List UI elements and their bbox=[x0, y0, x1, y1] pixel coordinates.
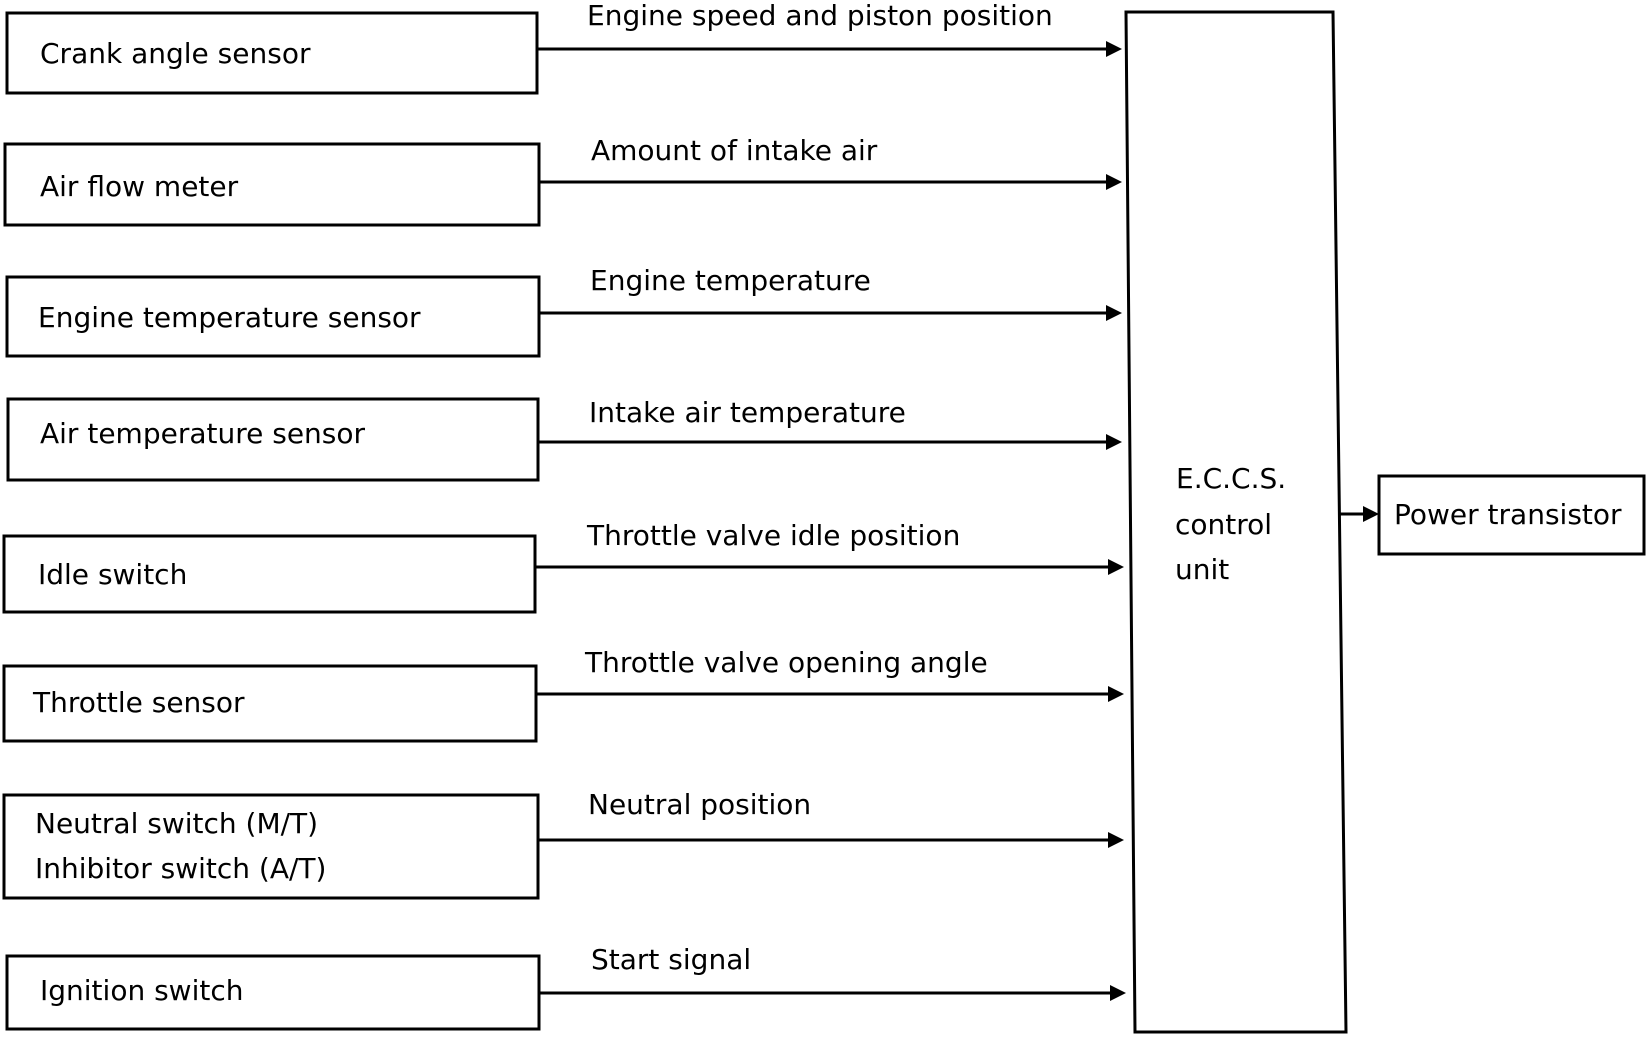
engine-temperature-sensor-box bbox=[5, 275, 541, 358]
neutral-inhibitor-switch-box bbox=[2, 793, 540, 900]
throttle-idle-position-arrowhead bbox=[1108, 559, 1124, 575]
throttle-opening-angle-signal-label: Throttle valve opening angle bbox=[584, 646, 988, 679]
power-transistor: Power transistor bbox=[1377, 474, 1646, 556]
neutral-position-arrowhead bbox=[1108, 832, 1124, 848]
engine-speed-signal-label: Engine speed and piston position bbox=[587, 0, 1053, 32]
neutral-position-signal-label: Neutral position bbox=[588, 788, 811, 821]
eccs-control-unit-box bbox=[1124, 10, 1348, 1034]
intake-air-temperature-arrowhead bbox=[1106, 434, 1122, 450]
eccs-label-line-2: control bbox=[1175, 508, 1272, 541]
power-transistor-box bbox=[1377, 474, 1646, 556]
output-connection bbox=[1340, 506, 1379, 522]
throttle-sensor-label: Throttle sensor bbox=[32, 686, 245, 719]
crank-angle-sensor-box bbox=[5, 11, 539, 95]
throttle-idle-position-signal-label: Throttle valve idle position bbox=[586, 519, 960, 552]
start-signal-label: Start signal bbox=[591, 943, 751, 976]
throttle-opening-angle-arrowhead bbox=[1108, 686, 1124, 702]
input-row-neutral-switch: Neutral switch (M/T) Inhibitor switch (A… bbox=[2, 788, 1124, 900]
eccs-label-line-1: E.C.C.S. bbox=[1176, 462, 1286, 495]
engine-temperature-sensor-label: Engine temperature sensor bbox=[38, 301, 421, 334]
engine-temperature-arrowhead bbox=[1106, 305, 1122, 321]
inhibitor-switch-label: Inhibitor switch (A/T) bbox=[35, 852, 326, 885]
air-flow-meter-label: Air flow meter bbox=[40, 170, 239, 203]
intake-air-temperature-signal-label: Intake air temperature bbox=[589, 396, 906, 429]
input-row-engine-temperature: Engine temperature sensor Engine tempera… bbox=[5, 264, 1122, 358]
idle-switch-box bbox=[2, 534, 537, 614]
throttle-sensor-box bbox=[2, 664, 538, 743]
idle-switch-label: Idle switch bbox=[38, 558, 187, 591]
input-row-ignition-switch: Ignition switch Start signal bbox=[5, 943, 1126, 1031]
air-temperature-sensor-box bbox=[6, 397, 540, 482]
engine-temperature-signal-label: Engine temperature bbox=[590, 264, 871, 297]
air-flow-meter-box bbox=[3, 142, 541, 227]
crank-angle-sensor-label: Crank angle sensor bbox=[40, 37, 311, 70]
ignition-switch-label: Ignition switch bbox=[40, 974, 243, 1007]
input-row-crank-angle: Crank angle sensor Engine speed and pist… bbox=[5, 0, 1122, 95]
neutral-switch-label: Neutral switch (M/T) bbox=[35, 807, 318, 840]
intake-air-amount-signal-label: Amount of intake air bbox=[591, 134, 878, 167]
input-row-air-temperature: Air temperature sensor Intake air temper… bbox=[6, 396, 1122, 482]
eccs-label-line-3: unit bbox=[1175, 553, 1229, 586]
start-signal-arrowhead bbox=[1110, 985, 1126, 1001]
air-temperature-sensor-label: Air temperature sensor bbox=[40, 417, 366, 450]
input-row-throttle-sensor: Throttle sensor Throttle valve opening a… bbox=[2, 646, 1124, 743]
power-transistor-arrowhead bbox=[1363, 506, 1379, 522]
intake-air-amount-arrowhead bbox=[1106, 174, 1122, 190]
input-row-air-flow: Air flow meter Amount of intake air bbox=[3, 134, 1122, 227]
engine-speed-arrowhead bbox=[1106, 41, 1122, 57]
input-row-idle-switch: Idle switch Throttle valve idle position bbox=[2, 519, 1124, 614]
eccs-control-unit: E.C.C.S. control unit bbox=[1124, 10, 1348, 1034]
power-transistor-label: Power transistor bbox=[1394, 498, 1622, 531]
